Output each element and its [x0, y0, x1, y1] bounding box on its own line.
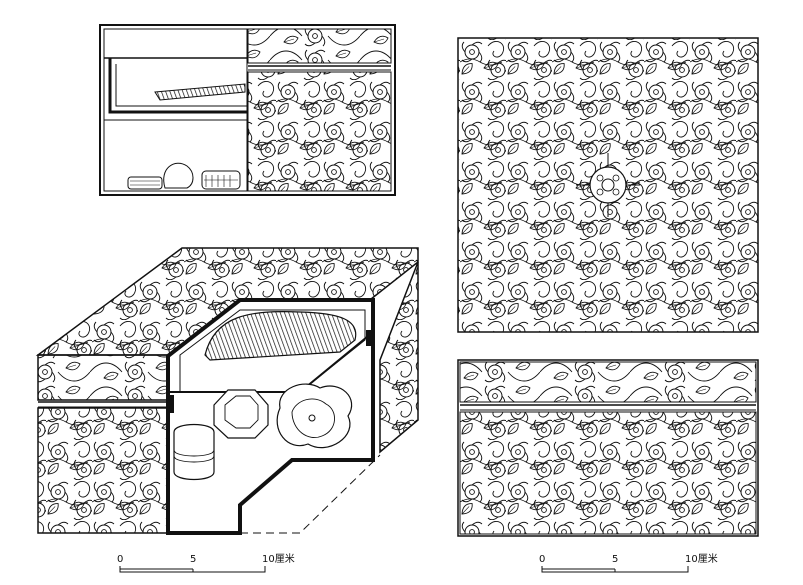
scale-right-label-10: 10厘米: [685, 552, 718, 565]
scale-right-label-0: 0: [539, 554, 545, 565]
cutaway-view-panel: [35, 247, 419, 535]
scale-bar-right: 0 5 10厘米: [539, 552, 718, 573]
side-elevation-pattern-panel: [457, 359, 759, 537]
lid-top-pattern-panel: [457, 37, 759, 333]
section-view-panel: [99, 24, 396, 196]
scale-right-label-5: 5: [612, 554, 618, 565]
scale-bar-left: 0 5 10厘米: [117, 552, 295, 573]
scale-left-label-5: 5: [190, 554, 196, 565]
scale-left-label-10: 10厘米: [262, 552, 295, 565]
scale-left-label-0: 0: [117, 554, 123, 565]
